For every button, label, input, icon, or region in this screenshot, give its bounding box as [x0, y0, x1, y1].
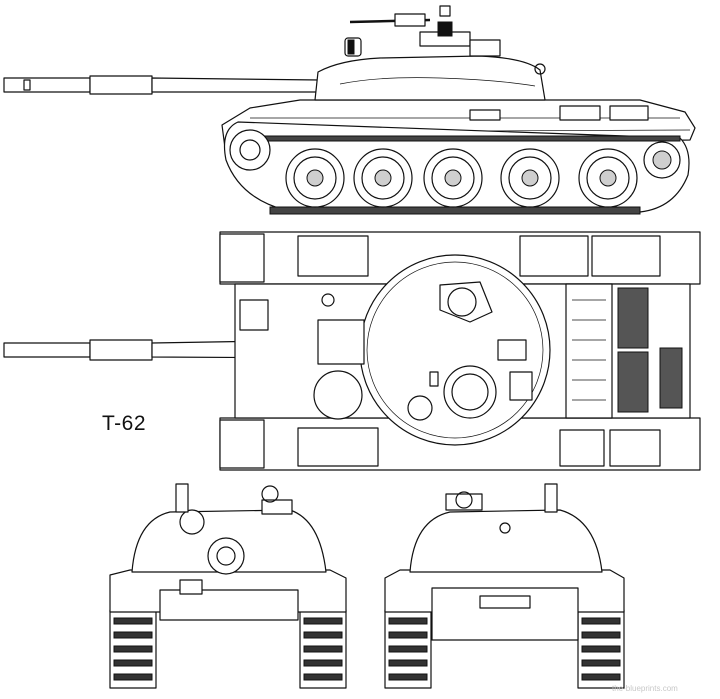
front-track-links	[113, 617, 343, 681]
rear-view	[384, 483, 625, 689]
side-view	[3, 5, 696, 215]
side-gun-barrel	[3, 75, 321, 95]
side-track-links	[239, 135, 681, 215]
rear-turret	[409, 509, 603, 573]
rear-track-links	[388, 617, 621, 681]
front-view	[109, 483, 347, 689]
top-engine-grilles	[565, 283, 683, 419]
top-view	[3, 231, 701, 471]
tank-designation-label: T-62	[102, 412, 147, 435]
watermark-text: the-blueprints.com	[612, 684, 678, 693]
side-road-wheels	[285, 148, 638, 208]
